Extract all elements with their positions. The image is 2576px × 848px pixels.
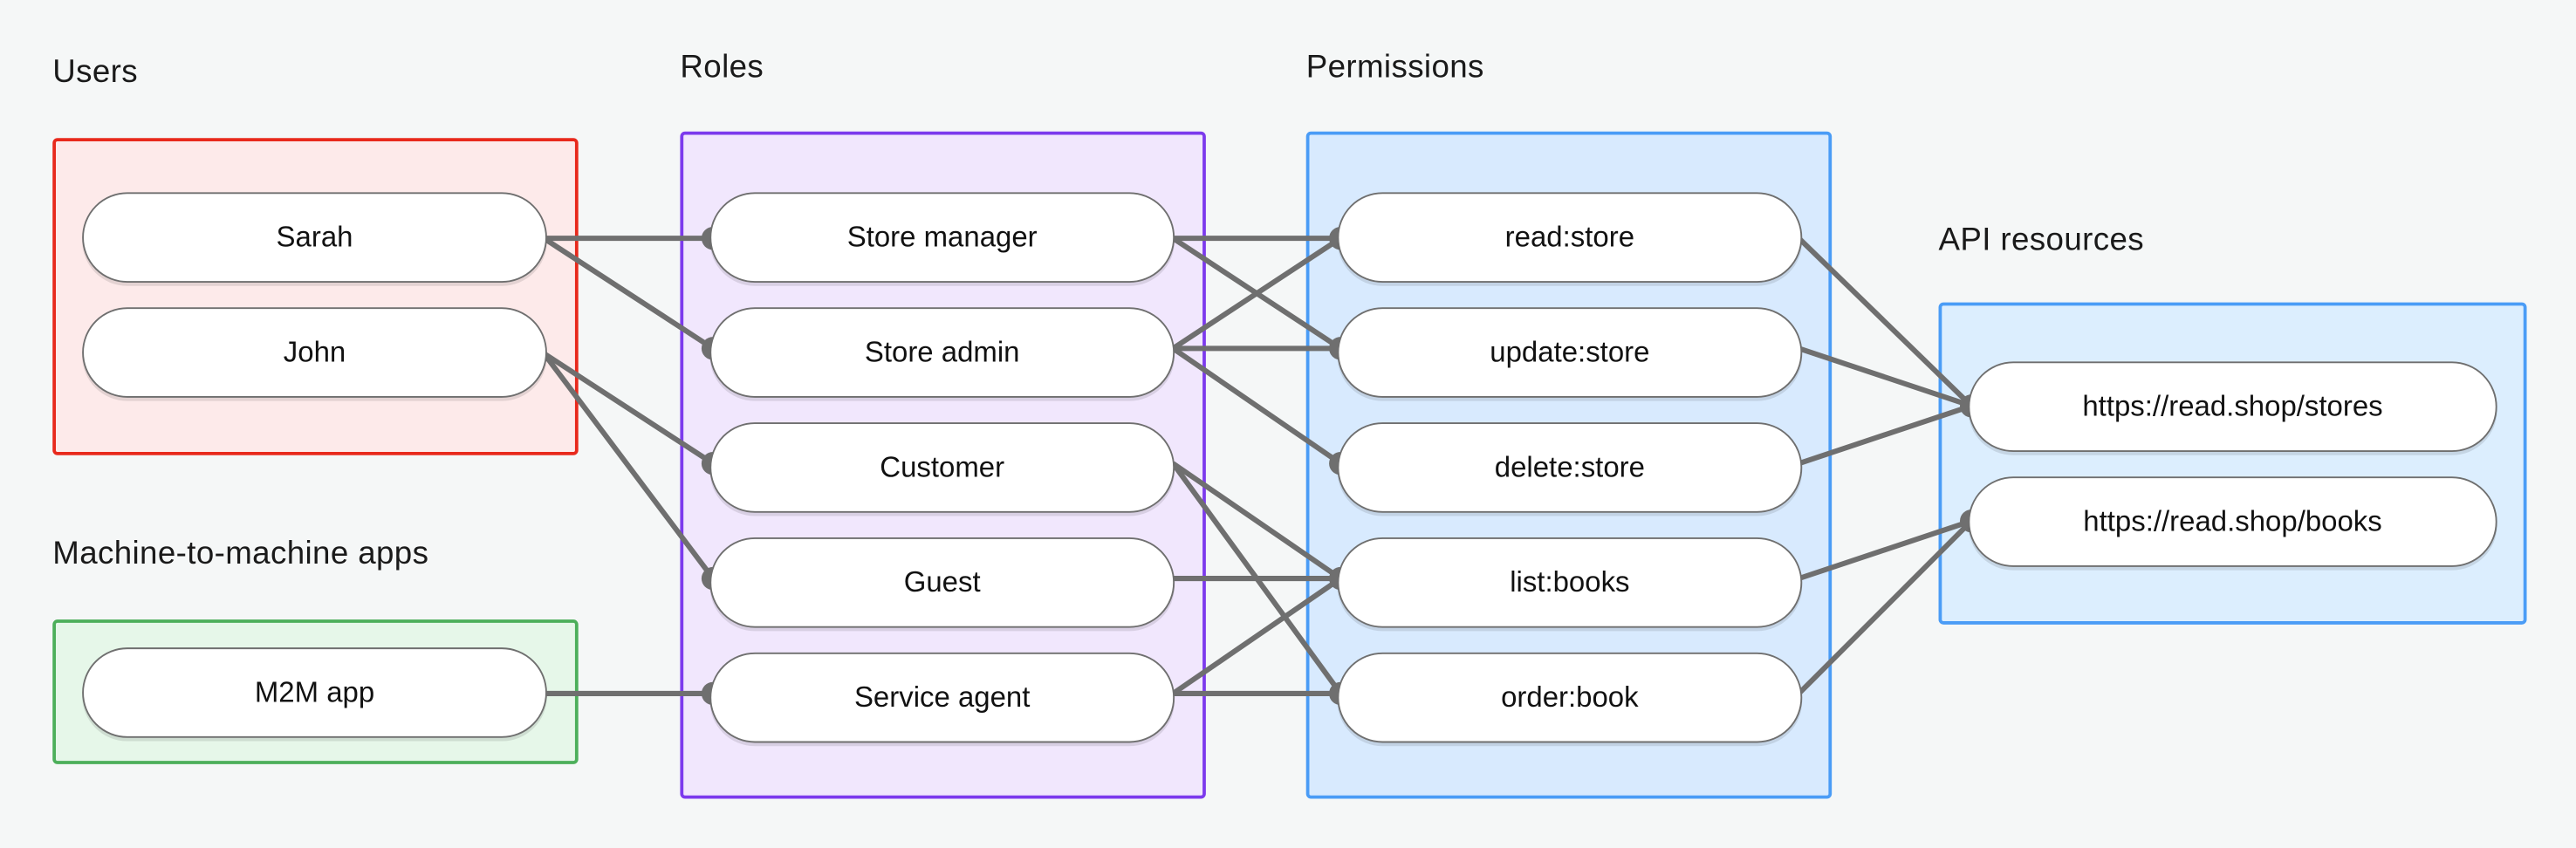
node-permission-order-book[interactable]: order:book <box>1337 652 1803 743</box>
group-title-api: API resources <box>1938 222 2145 258</box>
group-box-api <box>1938 302 2527 625</box>
node-role-guest[interactable]: Guest <box>709 537 1175 628</box>
node-user-john[interactable]: John <box>82 307 547 398</box>
group-title-roles: Roles <box>680 49 764 85</box>
node-permission-delete-store[interactable]: delete:store <box>1337 422 1803 513</box>
node-permission-update-store[interactable]: update:store <box>1337 307 1803 398</box>
node-permission-read-store[interactable]: read:store <box>1337 192 1803 283</box>
node-role-store-manager[interactable]: Store manager <box>709 192 1175 283</box>
node-api-resource-books[interactable]: https://read.shop/books <box>1968 476 2497 567</box>
group-box-users <box>52 138 579 455</box>
node-role-customer[interactable]: Customer <box>709 422 1175 513</box>
node-role-store-admin[interactable]: Store admin <box>709 307 1175 398</box>
node-permission-list-books[interactable]: list:books <box>1337 537 1803 628</box>
group-title-permissions: Permissions <box>1305 49 1484 85</box>
node-api-resource-stores[interactable]: https://read.shop/stores <box>1968 361 2497 453</box>
node-role-service-agent[interactable]: Service agent <box>709 652 1175 743</box>
node-user-sarah[interactable]: Sarah <box>82 192 547 283</box>
group-title-m2m: Machine-to-machine apps <box>52 536 429 572</box>
group-title-users: Users <box>52 54 138 91</box>
node-m2m-app[interactable]: M2M app <box>82 647 547 738</box>
